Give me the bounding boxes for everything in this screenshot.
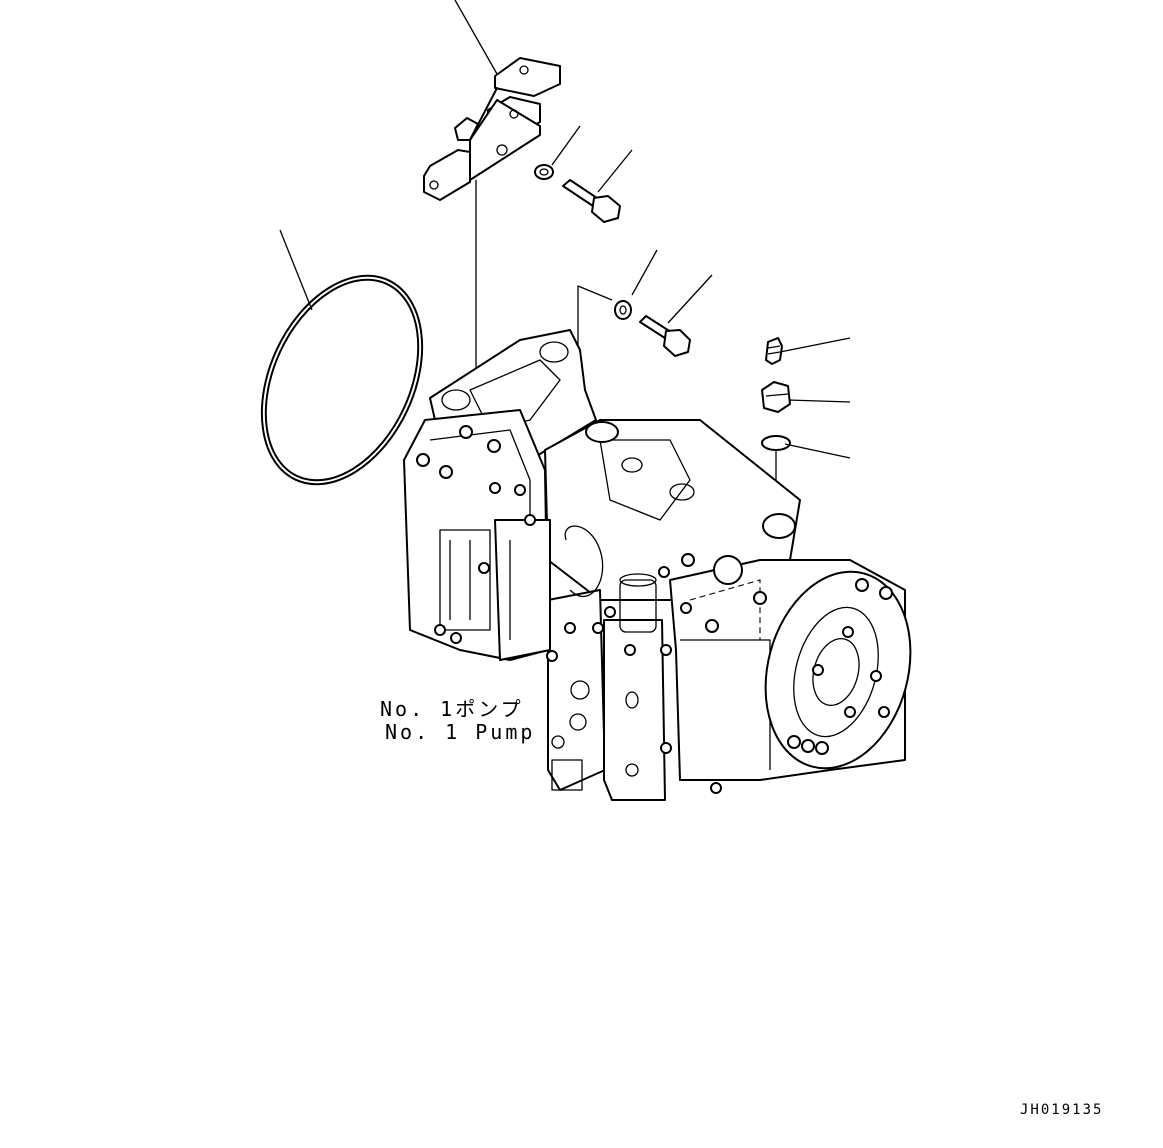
leader-lines xyxy=(279,0,851,459)
bolt-heads xyxy=(416,425,893,794)
washer-bolt-middle xyxy=(551,285,691,361)
washer-bolt-upper xyxy=(534,164,621,223)
pump-label-english: No. 1 Pump xyxy=(385,720,536,744)
fitting-parts xyxy=(761,337,791,520)
o-ring-large xyxy=(260,274,424,486)
drawing-number: JH019135 xyxy=(1020,1102,1104,1118)
pump-label-japanese: No. 1ポンプ xyxy=(380,697,524,721)
